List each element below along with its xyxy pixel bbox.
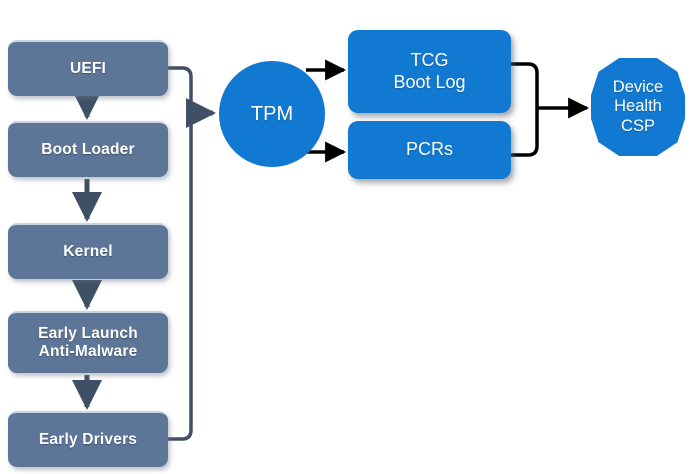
node-device-health-csp[interactable]: Device Health CSP — [591, 58, 685, 156]
node-early-launch-anti-malware-label: Early Launch Anti-Malware — [38, 325, 138, 360]
node-early-launch-anti-malware[interactable]: Early Launch Anti-Malware — [8, 311, 168, 373]
node-tpm-label: TPM — [250, 102, 294, 125]
node-early-drivers-label: Early Drivers — [38, 431, 138, 449]
node-tcg-boot-log-label: TCG Boot Log — [393, 49, 466, 92]
node-pcrs[interactable]: PCRs — [348, 121, 511, 179]
node-kernel[interactable]: Kernel — [8, 223, 168, 279]
node-boot-loader[interactable]: Boot Loader — [8, 121, 168, 177]
node-uefi[interactable]: UEFI — [8, 40, 168, 96]
edge-logs-bracket — [509, 62, 539, 157]
node-pcrs-label: PCRs — [405, 139, 453, 160]
node-tpm[interactable]: TPM — [219, 61, 325, 167]
node-tcg-boot-log[interactable]: TCG Boot Log — [348, 30, 511, 113]
node-device-health-csp-label: Device Health CSP — [612, 78, 664, 135]
node-boot-loader-label: Boot Loader — [41, 141, 135, 159]
edge-boot-chain-bracket — [166, 66, 193, 441]
node-kernel-label: Kernel — [63, 243, 113, 261]
node-early-drivers[interactable]: Early Drivers — [8, 411, 168, 467]
node-uefi-label: UEFI — [69, 60, 107, 78]
